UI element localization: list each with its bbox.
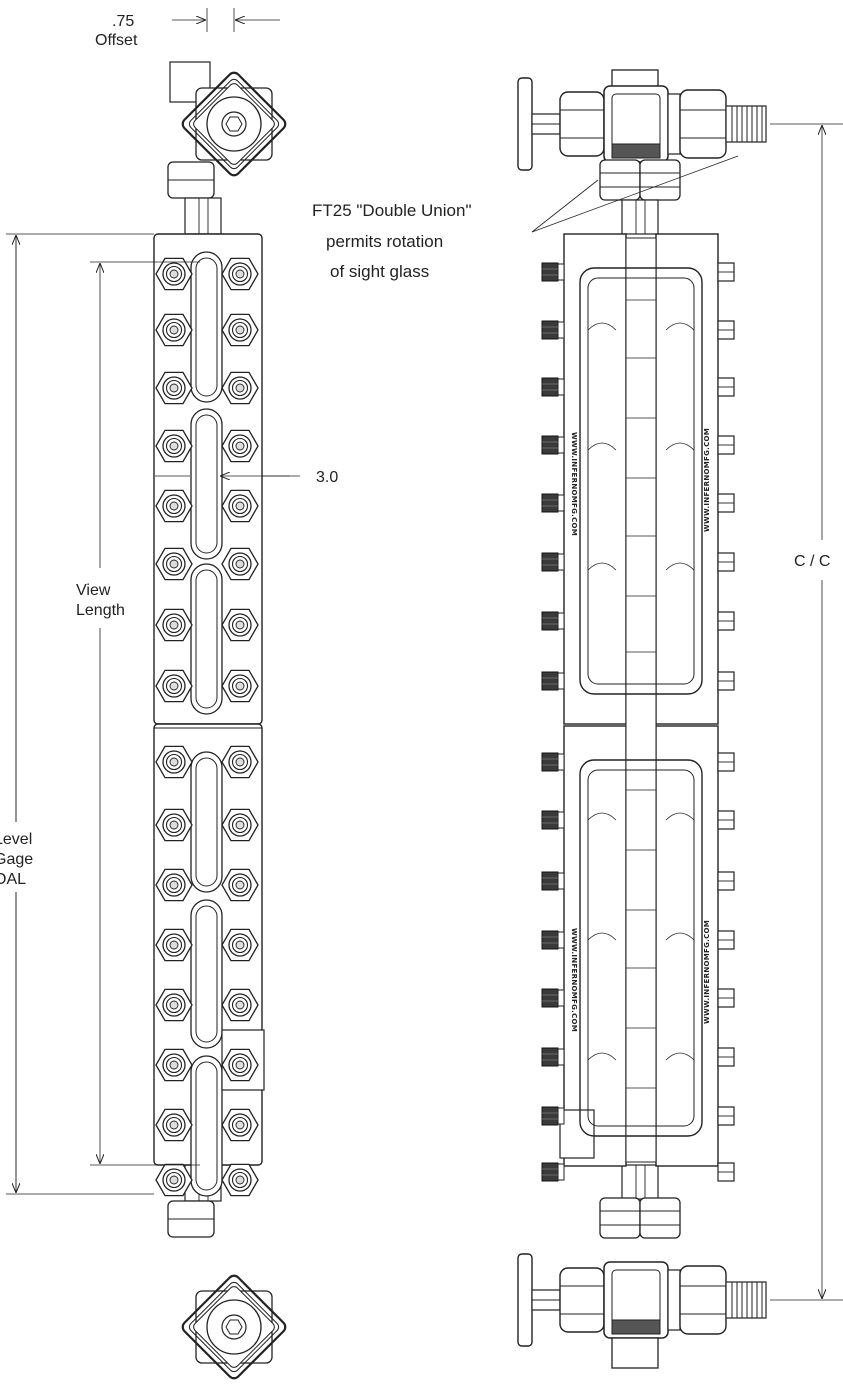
union-callout: FT25 "Double Union" permits rotation of …: [312, 155, 739, 281]
sight-slots: [190, 251, 223, 1197]
union-note-1: FT25 "Double Union": [312, 201, 471, 220]
glass-stack: [579, 237, 703, 1163]
front-view: [153, 61, 289, 1382]
bottom-valve-side: [517, 1164, 767, 1369]
top-valve-front: [167, 61, 289, 235]
width-value: 3.0: [316, 469, 338, 486]
union-note-2: permits rotation: [326, 232, 443, 251]
dimension-width: 3.0: [155, 469, 338, 486]
watermark-3: WWW.INFERNOMFG.COM: [570, 928, 578, 1032]
dimension-view-length: View Length: [76, 261, 200, 1166]
dimension-center-to-center: C / C: [770, 123, 843, 1301]
view-length-label-2: Length: [76, 602, 125, 619]
level-label-3: OAL: [0, 871, 26, 888]
watermark-2: WWW.INFERNOMFG.COM: [703, 428, 711, 532]
view-length-label-1: View: [76, 582, 111, 599]
union-note-3: of sight glass: [330, 262, 429, 281]
dimension-gage-oal: Level Gage OAL: [0, 233, 154, 1195]
watermark-4: WWW.INFERNOMFG.COM: [703, 920, 711, 1024]
bottom-valve-front: [167, 1164, 289, 1382]
top-valve-side: [517, 69, 767, 235]
offset-value: .75: [112, 13, 134, 30]
side-view: WWW.INFERNOMFG.COM WWW.INFERNOMFG.COM WW…: [517, 69, 767, 1369]
level-label-1: Level: [0, 831, 32, 848]
cc-label: C / C: [794, 553, 830, 570]
level-label-2: Gage: [0, 851, 33, 868]
offset-label: Offset: [95, 32, 138, 49]
dimension-offset: .75 Offset: [95, 8, 280, 49]
watermark-1: WWW.INFERNOMFG.COM: [570, 432, 578, 536]
